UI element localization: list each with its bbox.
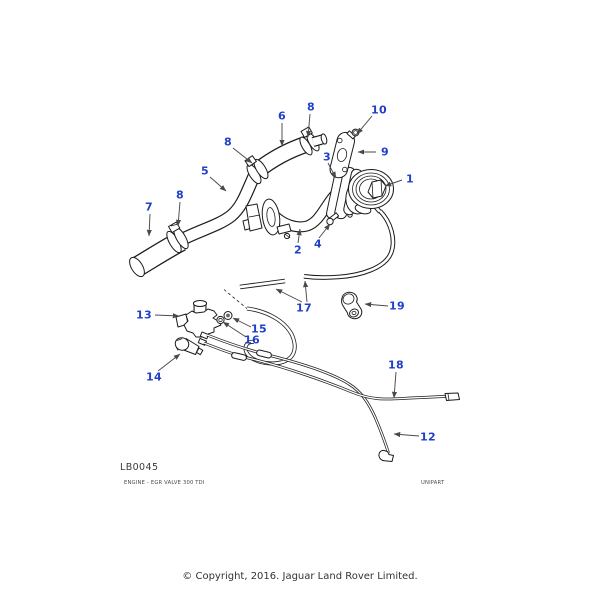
callout-14[interactable]: 14	[146, 370, 162, 384]
pipe-stub-end	[311, 133, 328, 147]
diagram-caption: ENGINE - EGR VALVE 300 TDI	[124, 480, 205, 486]
cable-adjuster-ferrules	[231, 349, 272, 361]
callout-13[interactable]: 13	[136, 308, 152, 322]
callout-3[interactable]: 3	[323, 150, 331, 164]
callout-9[interactable]: 9	[381, 145, 389, 159]
callout-15[interactable]: 15	[251, 322, 267, 336]
callout-5[interactable]: 5	[201, 164, 209, 178]
grommet-19	[341, 291, 363, 320]
cable-18	[203, 341, 460, 401]
washer-16	[216, 315, 225, 325]
hose-clamp-middle	[244, 155, 269, 185]
vacuum-hose-straight	[239, 278, 286, 290]
copyright-notice: © Copyright, 2016. Jaguar Land Rover Lim…	[182, 571, 418, 582]
valve-14	[174, 337, 204, 356]
vacuum-hose-hidden-dashed	[223, 289, 248, 309]
callout-8c[interactable]: 8	[176, 188, 184, 202]
pipe-2-clip	[276, 223, 292, 240]
pipe-bracket	[242, 203, 263, 232]
egr-valve-1	[345, 169, 394, 215]
callout-12[interactable]: 12	[420, 430, 436, 444]
callout-8a[interactable]: 8	[307, 100, 315, 114]
vacuum-hose-curved	[303, 209, 396, 280]
pipe-2-flange	[261, 198, 281, 236]
callout-2[interactable]: 2	[294, 243, 302, 257]
callout-8b[interactable]: 8	[224, 135, 232, 149]
brand-label: UNIPART	[421, 480, 445, 486]
callout-19[interactable]: 19	[389, 299, 405, 313]
callout-7[interactable]: 7	[145, 200, 153, 214]
hose-clamp-lower	[166, 221, 189, 254]
callout-4[interactable]: 4	[314, 237, 322, 251]
callout-10[interactable]: 10	[371, 103, 387, 117]
callout-18[interactable]: 18	[388, 358, 404, 372]
callout-16[interactable]: 16	[244, 333, 260, 347]
cable-12	[206, 333, 394, 462]
drawing-code: LB0045	[120, 462, 159, 473]
leader-lines	[146, 113, 420, 438]
callout-17[interactable]: 17	[296, 301, 312, 315]
grommet-15	[223, 311, 233, 320]
callout-6[interactable]: 6	[278, 109, 286, 123]
callout-1[interactable]: 1	[406, 172, 414, 186]
bolt-4	[326, 212, 340, 226]
metal-pipe-5	[175, 171, 261, 247]
